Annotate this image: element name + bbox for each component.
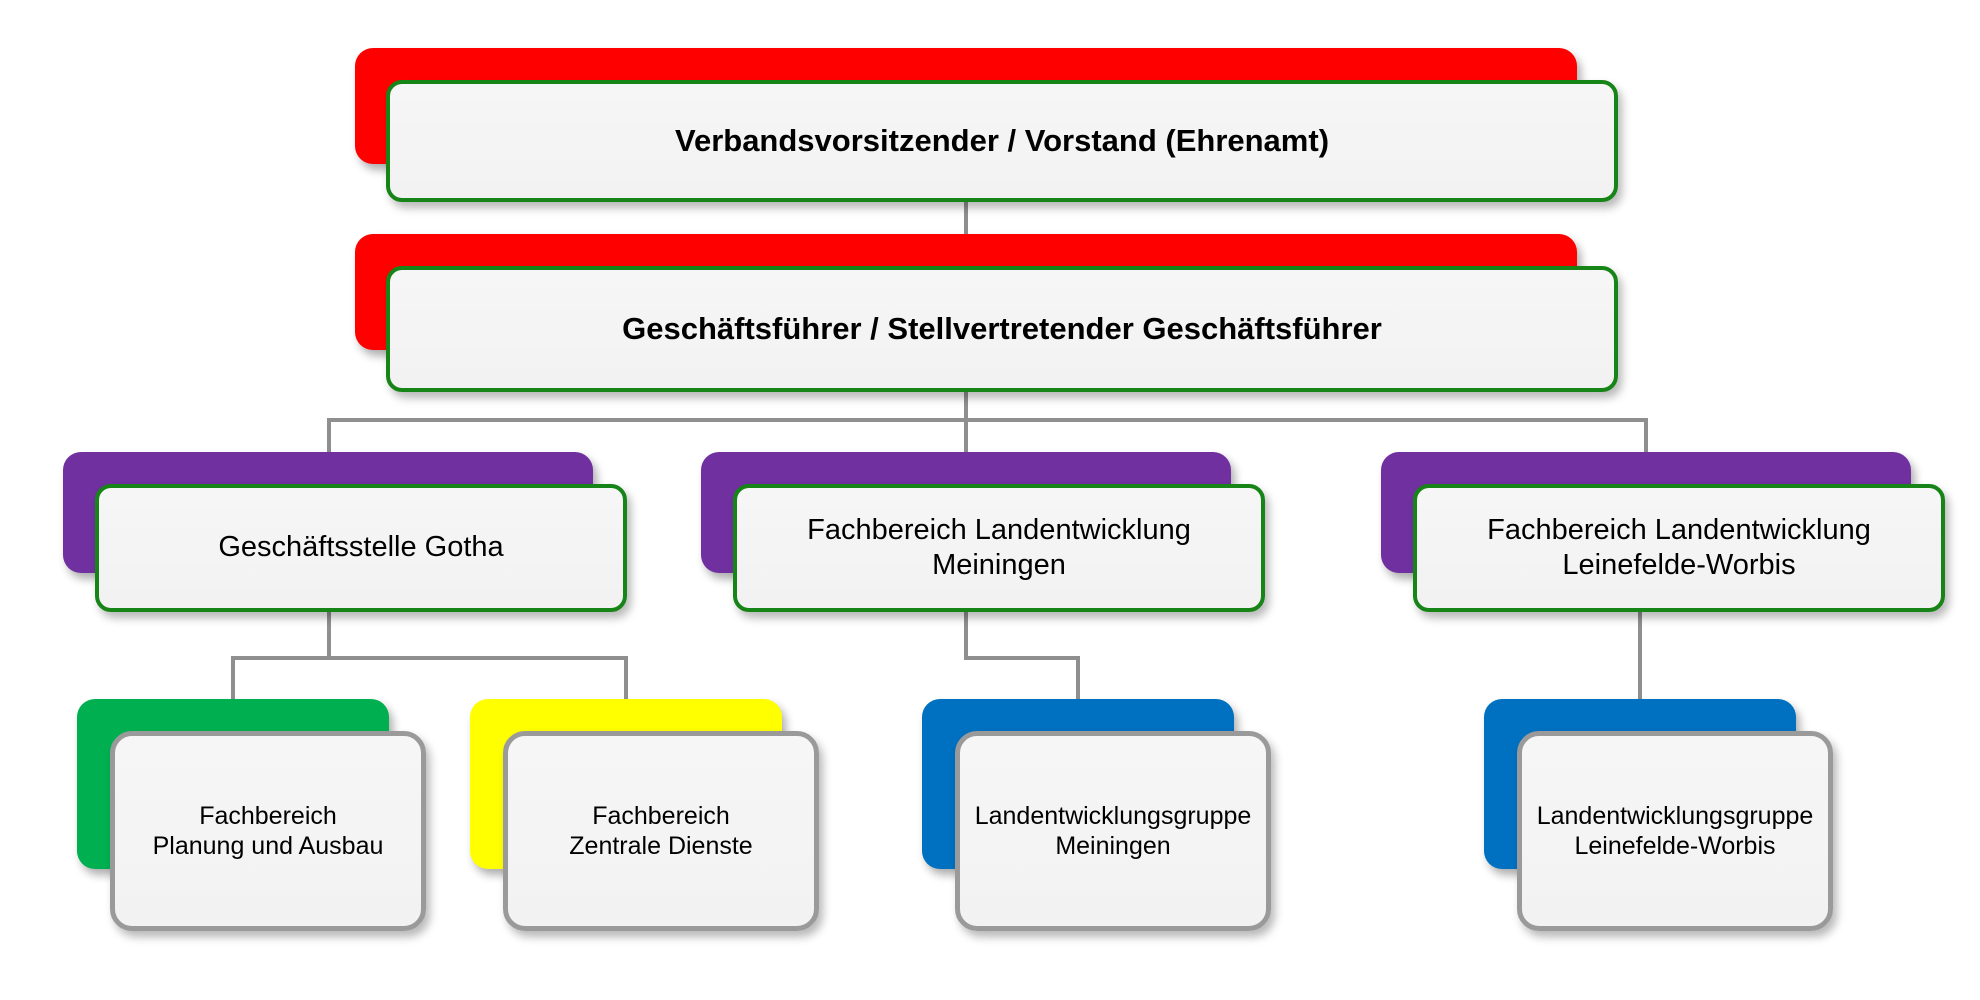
- node-box: Verbandsvorsitzender / Vorstand (Ehrenam…: [386, 80, 1618, 202]
- connector-chairman-ceo: [964, 200, 968, 236]
- connector-ceo-trunk: [964, 390, 968, 454]
- connector-meiningen-elbow: [964, 656, 1080, 660]
- connector-level2-bar: [327, 418, 1648, 422]
- connector-gotha-children-bar: [231, 656, 628, 660]
- node-box: Landentwicklungsgruppe Leinefelde-Worbis: [1517, 731, 1833, 931]
- node-label: Fachbereich Landentwicklung Meiningen: [807, 513, 1191, 581]
- node-box: Fachbereich Zentrale Dienste: [503, 731, 819, 931]
- node-label: Geschäftsstelle Gotha: [218, 531, 504, 564]
- node-label: Fachbereich Landentwicklung Leinefelde-W…: [1487, 513, 1871, 581]
- node-box: Geschäftsstelle Gotha: [95, 484, 627, 612]
- node-label: Geschäftsführer / Stellvertretender Gesc…: [622, 311, 1382, 347]
- node-label: Landentwicklungsgruppe Meiningen: [974, 801, 1252, 861]
- node-label: Fachbereich Zentrale Dienste: [569, 801, 753, 861]
- node-label: Landentwicklungsgruppe Leinefelde-Worbis: [1536, 801, 1814, 861]
- connector-drop-zentrale: [624, 658, 628, 701]
- connector-drop-gotha: [327, 420, 331, 454]
- node-box: Landentwicklungsgruppe Meiningen: [955, 731, 1271, 931]
- node-label: Verbandsvorsitzender / Vorstand (Ehrenam…: [674, 123, 1330, 159]
- connector-drop-leinefelde: [1644, 420, 1648, 454]
- connector-gotha-trunk: [327, 610, 331, 660]
- node-box: Fachbereich Planung und Ausbau: [110, 731, 426, 931]
- connector-drop-lg-leinefelde: [1638, 611, 1642, 701]
- node-box: Geschäftsführer / Stellvertretender Gesc…: [386, 266, 1618, 392]
- node-box: Fachbereich Landentwicklung Meiningen: [733, 484, 1265, 612]
- node-label: Fachbereich Planung und Ausbau: [152, 801, 384, 861]
- connector-meiningen-trunk: [964, 611, 968, 660]
- node-box: Fachbereich Landentwicklung Leinefelde-W…: [1413, 484, 1945, 612]
- connector-drop-lg-meiningen: [1076, 658, 1080, 701]
- connector-drop-planung: [231, 658, 235, 701]
